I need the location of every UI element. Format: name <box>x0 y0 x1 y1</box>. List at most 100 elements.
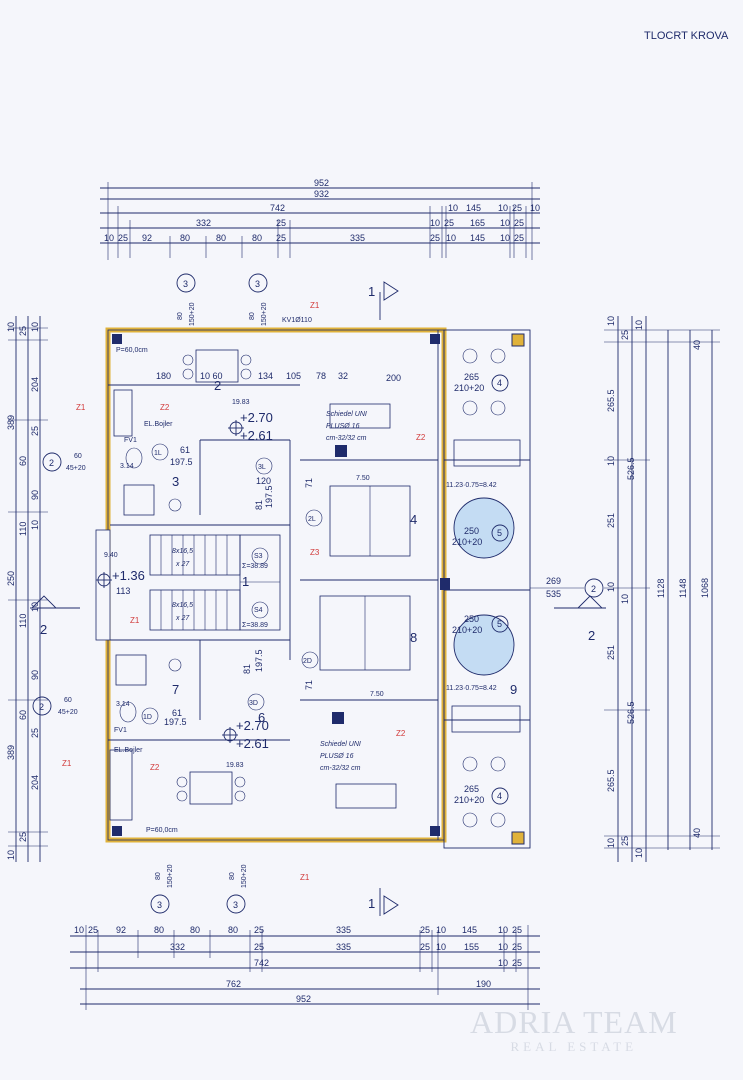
dim-right-10f: 10 <box>606 838 616 848</box>
area-1983b: 19.83 <box>226 762 244 769</box>
dim-in-113: 113 <box>116 586 130 596</box>
door-tag-1l: 1L <box>154 450 162 457</box>
dim-bot-80c: 80 <box>228 925 238 935</box>
bottom-dimension-chain: 10 25 92 80 80 80 25 335 25 10 145 10 25… <box>70 925 540 1010</box>
dim-in-32: 32 <box>338 371 348 381</box>
dim-bot-92: 92 <box>116 925 126 935</box>
win-80-bottom-1: 80 <box>155 872 162 880</box>
dim-top-80b: 80 <box>216 233 226 243</box>
door-tags: 3L 2L 2D 3D 1L 1D <box>141 443 323 725</box>
win-tag-left-1: 2 <box>49 458 54 468</box>
dim-left-204a: 204 <box>30 377 40 392</box>
dim-right-40a: 40 <box>692 340 702 350</box>
win-tag-left-2: 2 <box>39 702 44 712</box>
zone-z2-chimney-bottom: Z2 <box>396 729 406 738</box>
dim-top-10e: 10 <box>500 218 510 228</box>
dim-left-25d: 25 <box>18 832 28 842</box>
chimney-size-bottom: cm-32/32 cm <box>320 765 361 772</box>
win-535: 535 <box>546 589 561 599</box>
dim-top-25f: 25 <box>276 233 286 243</box>
level-lower-261: +2.61 <box>236 736 269 751</box>
dim-bot-25d: 25 <box>512 925 522 935</box>
dim-top-25d: 25 <box>514 218 524 228</box>
dim-top-10b: 10 <box>498 203 508 213</box>
dim-right-10g: 10 <box>634 848 644 858</box>
dim-bot-155: 155 <box>464 942 479 952</box>
dim-left-25b: 25 <box>30 426 40 436</box>
dim-top-25g: 25 <box>430 233 440 243</box>
door-tag-3d: 3D <box>249 700 258 707</box>
dim-bot-10a: 10 <box>74 925 84 935</box>
dim-left-389a: 389 <box>6 415 16 430</box>
win-60-left-2: 60 <box>64 697 72 704</box>
dim-top-25c: 25 <box>444 218 454 228</box>
dim-top-10h: 10 <box>500 233 510 243</box>
dim-bot-10d: 10 <box>436 942 446 952</box>
dim-top-10g: 10 <box>446 233 456 243</box>
dim-in-1975c: 197.5 <box>264 485 274 508</box>
dim-top-335: 335 <box>350 233 365 243</box>
level-upper-270: +2.70 <box>240 410 273 425</box>
dim-right-5265a: 526.5 <box>626 457 636 480</box>
dim-bot-335: 335 <box>336 925 351 935</box>
dim-top-165: 165 <box>470 218 485 228</box>
section-1-bottom: 1 <box>368 896 375 911</box>
dim-in-1975a: 197.5 <box>170 457 193 467</box>
dim-bot-25f: 25 <box>420 942 430 952</box>
win-tag-right: 2 <box>591 584 596 594</box>
win-269: 269 <box>546 576 561 586</box>
dim-right-1148: 1148 <box>678 579 688 598</box>
dim-in-78: 78 <box>316 371 326 381</box>
terrace-area-1: 11.23·0.75=8.42 <box>446 482 497 489</box>
dim-right-251a: 251 <box>606 513 616 528</box>
dim-top-25b: 25 <box>276 218 286 228</box>
area-1983a: 19.83 <box>232 399 250 406</box>
stair-tag-s4: S4 <box>254 607 263 614</box>
watermark-logo: ADRIA TEAM REAL ESTATE <box>470 1004 678 1055</box>
win-210d: 210+20 <box>454 795 484 805</box>
dim-bot-10f: 10 <box>498 958 508 968</box>
room-number-9: 9 <box>510 682 517 697</box>
boiler-top: EL.Bojler <box>144 421 173 428</box>
stair-run-2: x 27 <box>175 615 190 622</box>
zone-z3: Z3 <box>310 548 320 557</box>
section-2-left: 2 <box>40 622 47 637</box>
chimney-name-top: Schiedel UNI <box>326 411 367 418</box>
dim-top-932: 932 <box>314 189 329 199</box>
section-marks: 1 1 2 2 <box>30 281 606 916</box>
level-upper-261: +2.61 <box>240 428 273 443</box>
stair-sum-1: Σ=38.89 <box>242 563 268 570</box>
watermark-tagline: REAL ESTATE <box>510 1039 638 1054</box>
window-tags: 3 3 80 150+20 80 150+20 3 3 80 150+20 80… <box>32 273 604 914</box>
dim-bot-762: 762 <box>226 979 241 989</box>
door-tag-2d: 2D <box>303 658 312 665</box>
win-265b: 265 <box>464 784 479 794</box>
ventilation-note: KV1Ø110 <box>282 317 312 324</box>
dim-bot-332: 332 <box>170 942 185 952</box>
win-250b: 250 <box>464 614 479 624</box>
room-number-3: 3 <box>172 474 179 489</box>
win-tag-bottom-2: 3 <box>233 900 238 910</box>
dim-left-60b: 60 <box>18 710 28 720</box>
zone-z1-left-bottom: Z1 <box>62 759 72 768</box>
dim-right-40b: 40 <box>692 828 702 838</box>
dim-top-25e: 25 <box>118 233 128 243</box>
dim-bot-25c: 25 <box>420 925 430 935</box>
dim-bot-335b: 335 <box>336 942 351 952</box>
dim-bot-10b: 10 <box>436 925 446 935</box>
dim-left-10e: 10 <box>6 850 16 860</box>
dim-in-1975d: 197.5 <box>254 649 264 672</box>
win-210b: 210+20 <box>452 537 482 547</box>
dim-in-134: 134 <box>258 371 273 381</box>
chimney-name-bottom: Schiedel UNI <box>320 741 361 748</box>
room-number-6: 6 <box>258 710 265 725</box>
zone-z2-chimney-top: Z2 <box>416 433 426 442</box>
area-314b: 3.14 <box>116 701 130 708</box>
area-750b: 7.50 <box>370 691 384 698</box>
dim-bot-25b: 25 <box>254 925 264 935</box>
dim-left-110b: 110 <box>18 614 28 628</box>
win-150-top-2: 150+20 <box>261 302 268 326</box>
dim-bot-25a: 25 <box>88 925 98 935</box>
furniture <box>109 348 521 828</box>
